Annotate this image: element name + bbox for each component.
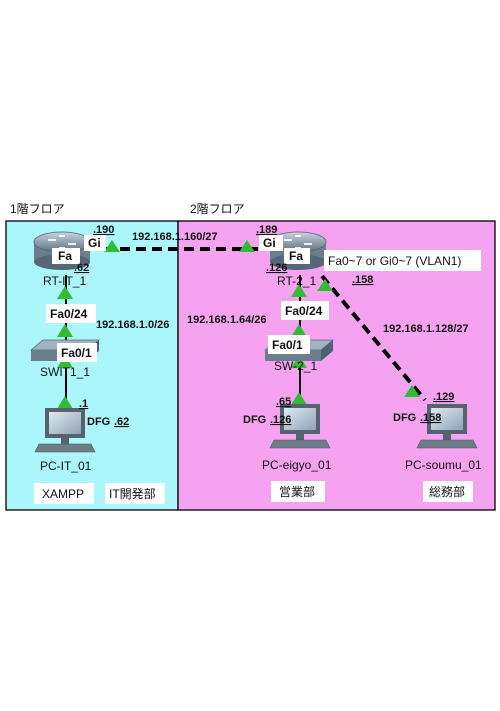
- floor-area-1: [5, 220, 179, 511]
- rt1-gi-port: Gi: [88, 236, 101, 250]
- network-rt1-rt2: 192.168.1.160/27: [132, 231, 218, 243]
- tag-xampp: XAMPP: [42, 487, 84, 501]
- rt2-gi-ip: .189: [256, 224, 277, 236]
- rt1-fa-ip: .62: [74, 262, 89, 274]
- link-up-indicator: [291, 392, 307, 405]
- tag-box: [34, 483, 94, 504]
- link-up-indicator: [239, 240, 255, 252]
- tag-eigyo-dept: 営業部: [279, 484, 315, 499]
- sw2-name: SW-2_1: [274, 359, 317, 373]
- link-up-indicator: [57, 324, 73, 337]
- tag-it-dept: IT開発部: [109, 486, 156, 501]
- link-up-indicator: [291, 324, 307, 337]
- link-up-indicator: [104, 240, 120, 252]
- tag-box: [271, 481, 325, 502]
- tag-box: [105, 483, 165, 504]
- pc-it-ip: .1: [79, 398, 88, 410]
- port-box: [259, 235, 283, 251]
- rt2-vlan-note: Fa0~7 or Gi0~7 (VLAN1): [328, 254, 461, 268]
- rt1-fa-port: Fa: [58, 249, 72, 263]
- pc-soumu-name: PC-soumu_01: [405, 458, 482, 472]
- link-up-indicator: [291, 284, 307, 297]
- port-box: [284, 248, 310, 264]
- rt2-soumu-ip: .158: [352, 274, 373, 286]
- port-box: [281, 301, 329, 320]
- link-up-indicator: [57, 286, 73, 299]
- link-up-indicator: [291, 355, 307, 368]
- link-up-indicator: [404, 385, 420, 397]
- pc-soumu-ip: .129: [433, 391, 454, 403]
- pc-icon[interactable]: [269, 404, 331, 449]
- floor-label-1: 1階フロア: [10, 201, 65, 216]
- rt2-fa-ip: .126: [266, 262, 287, 274]
- rt2-gi-port: Gi: [263, 236, 276, 250]
- sw1-name: SWIT1_1: [40, 365, 90, 379]
- tag-soumu-dept: 総務部: [429, 484, 465, 499]
- pc-soumu-dfg: .158: [420, 412, 441, 424]
- pc-eigyo-dfg: .126: [270, 414, 291, 426]
- pc-icon[interactable]: [416, 404, 478, 449]
- pc-it-dfg: .62: [114, 416, 129, 428]
- sw2-pc-port: Fa0/1: [272, 338, 303, 352]
- pc-eigyo-dfg-label: DFG: [243, 414, 266, 426]
- rt2-fa-port: Fa: [289, 249, 303, 263]
- pc-eigyo-name: PC-eigyo_01: [262, 458, 332, 472]
- network-rt1-sw1: 192.168.1.0/26: [96, 319, 169, 331]
- pc-it-dfg-label: DFG: [87, 416, 110, 428]
- pc-soumu-dfg-label: DFG: [393, 412, 416, 424]
- rt1-name: RT-IT_1: [43, 274, 86, 288]
- port-box: [52, 248, 80, 264]
- port-box: [268, 335, 310, 354]
- pc-icon[interactable]: [34, 408, 96, 453]
- network-rt2-sw2: 192.168.1.64/26: [187, 314, 267, 326]
- link-up-indicator: [317, 279, 333, 291]
- sw2-uplink-port: Fa0/24: [285, 304, 323, 318]
- port-box: [57, 343, 97, 362]
- port-box: [84, 235, 106, 251]
- sw1-pc-port: Fa0/1: [61, 346, 92, 360]
- port-box: [46, 304, 96, 323]
- sw1-uplink-port: Fa0/24: [50, 307, 88, 321]
- cable-rt2-pc-soumu: [320, 274, 427, 402]
- port-box: [324, 250, 481, 271]
- pc-it-name: PC-IT_01: [40, 459, 92, 473]
- network-rt2-soumu: 192.168.1.128/27: [383, 323, 469, 335]
- rt1-gi-ip: .190: [93, 224, 114, 236]
- floor-label-2: 2階フロア: [190, 201, 245, 216]
- tag-box: [423, 481, 473, 502]
- link-up-indicator: [57, 396, 73, 409]
- rt2-name: RT-2_1: [277, 274, 316, 288]
- pc-eigyo-ip: .65: [276, 396, 291, 408]
